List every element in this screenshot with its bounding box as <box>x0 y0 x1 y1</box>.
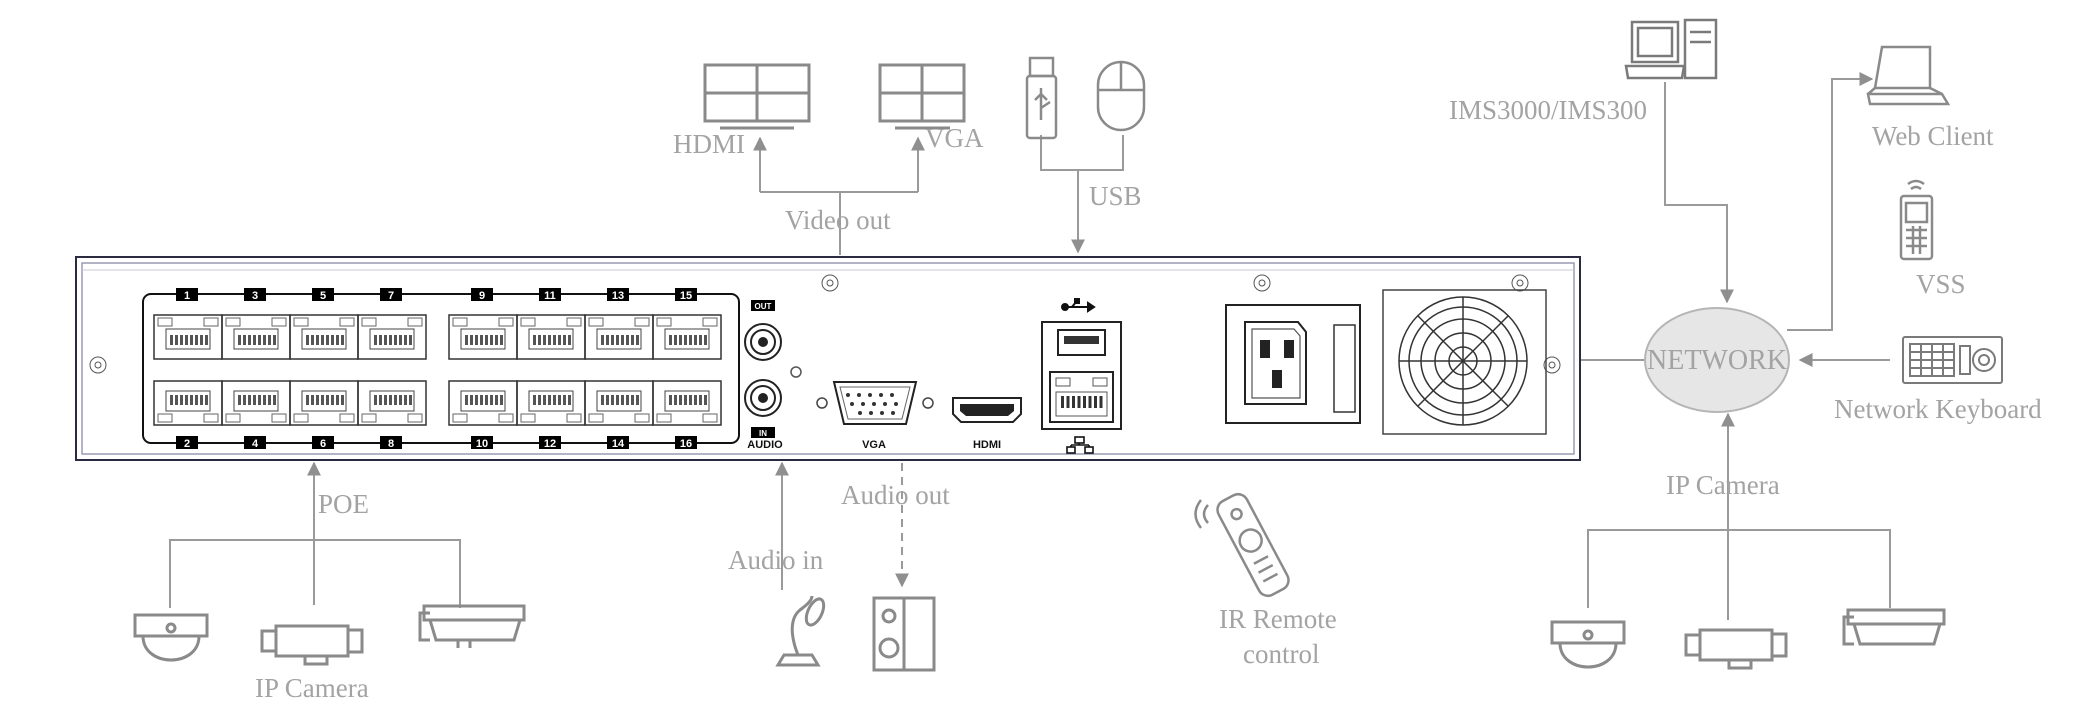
rj45-port-icon <box>516 314 586 360</box>
port-number-bottom: 6 <box>312 436 334 450</box>
port-number-bottom: 4 <box>244 436 266 450</box>
panel-screw-icon <box>89 274 1561 374</box>
svg-text:8: 8 <box>388 438 394 450</box>
ir-remote-icon <box>1194 492 1290 598</box>
usb-lan-port-block <box>1041 298 1122 454</box>
computer-icon <box>1624 18 1718 80</box>
svg-text:11: 11 <box>544 290 556 302</box>
port-number-top: 7 <box>380 288 402 302</box>
ip-camera-left-label: IP Camera <box>255 673 369 703</box>
svg-text:2: 2 <box>184 438 190 450</box>
rj45-port-icon <box>357 380 427 426</box>
port-number-top: 1 <box>176 288 198 302</box>
usb-label: USB <box>1089 181 1142 211</box>
port-number-bottom: 16 <box>675 436 697 450</box>
port-number-bottom: 2 <box>176 436 198 450</box>
vss-label: VSS <box>1916 269 1966 299</box>
hdmi-output-label: HDMI <box>673 129 745 159</box>
svg-text:14: 14 <box>612 438 625 450</box>
usb-stick-icon <box>1025 56 1058 140</box>
mouse-icon <box>1096 60 1146 132</box>
hdmi-monitor-icon <box>703 63 811 130</box>
ip-camera-right-label: IP Camera <box>1666 470 1780 500</box>
ir-remote-label-line2: control <box>1243 639 1320 669</box>
port-number-bottom: 8 <box>380 436 402 450</box>
audio-in-jack-icon <box>744 379 782 417</box>
port-number-top: 11 <box>539 288 561 302</box>
hdmi-port-icon: HDMI <box>952 397 1022 451</box>
network-keyboard-label: Network Keyboard <box>1834 394 2042 424</box>
svg-text:13: 13 <box>612 290 624 302</box>
svg-text:1: 1 <box>184 290 190 302</box>
port-number-bottom: 10 <box>471 436 493 450</box>
lan-port-icon <box>1049 371 1114 423</box>
bullet-camera-icon <box>418 604 526 648</box>
rj45-port-icon <box>448 314 518 360</box>
svg-text:12: 12 <box>544 438 556 450</box>
audio-out-jack-icon <box>744 323 782 361</box>
mobile-phone-icon <box>1899 179 1934 261</box>
dome-camera-icon <box>133 613 209 662</box>
svg-text:15: 15 <box>680 290 692 302</box>
svg-text:10: 10 <box>476 438 488 450</box>
network-label: NETWORK <box>1647 345 1787 376</box>
usb-port-icon <box>1057 329 1106 356</box>
svg-text:9: 9 <box>479 290 485 302</box>
port-number-bottom: 12 <box>539 436 561 450</box>
svg-text:3: 3 <box>252 290 258 302</box>
port-number-top: 13 <box>607 288 629 302</box>
usb-symbol-icon <box>1061 298 1096 313</box>
network-symbol-icon <box>1066 436 1094 454</box>
power-inlet-icon <box>1225 304 1361 424</box>
box-camera-icon <box>260 624 364 666</box>
laptop-icon <box>1866 45 1951 106</box>
dome-camera-icon <box>1550 620 1626 669</box>
audio-port-label: AUDIO <box>747 439 783 451</box>
rj45-port-icon <box>448 380 518 426</box>
network-keyboard-icon <box>1902 336 2003 384</box>
poe-label: POE <box>318 489 370 519</box>
bullet-camera-icon <box>1842 608 1946 646</box>
rj45-port-icon <box>652 380 722 426</box>
video-out-label: Video out <box>785 205 891 235</box>
vga-port-label: VGA <box>862 439 886 451</box>
speaker-icon <box>872 596 936 672</box>
port-number-top: 15 <box>675 288 697 302</box>
vga-output-label: VGA <box>925 123 984 153</box>
port-number-top: 3 <box>244 288 266 302</box>
audio-out-label: Audio out <box>841 480 950 510</box>
vga-port-icon: VGA <box>816 381 934 451</box>
audio-out-tag: OUT <box>755 302 772 311</box>
web-client-label: Web Client <box>1872 121 1994 151</box>
box-camera-icon <box>1684 628 1788 670</box>
ir-remote-label: IR Remote <box>1219 604 1337 634</box>
rj45-port-icon <box>357 314 427 360</box>
port-number-bottom: 14 <box>607 436 629 450</box>
audio-jacks: OUT IN AUDIO <box>744 300 802 451</box>
hdmi-port-label: HDMI <box>973 439 1001 451</box>
svg-text:4: 4 <box>252 438 259 450</box>
audio-in-tag: IN <box>759 429 767 438</box>
svg-text:7: 7 <box>388 290 394 302</box>
svg-text:5: 5 <box>320 290 326 302</box>
fan-vent-icon <box>1382 289 1547 435</box>
connection-lines <box>169 72 1891 620</box>
network-node: NETWORK <box>1644 307 1790 413</box>
vga-monitor-icon <box>878 63 966 130</box>
microphone-icon <box>775 595 826 667</box>
audio-in-label: Audio in <box>728 545 824 575</box>
svg-text:16: 16 <box>680 438 692 450</box>
ims-label: IMS3000/IMS300 <box>1449 95 1648 125</box>
svg-text:6: 6 <box>320 438 326 450</box>
rj45-port-icon <box>652 314 722 360</box>
port-number-top: 5 <box>312 288 334 302</box>
port-number-top: 9 <box>471 288 493 302</box>
